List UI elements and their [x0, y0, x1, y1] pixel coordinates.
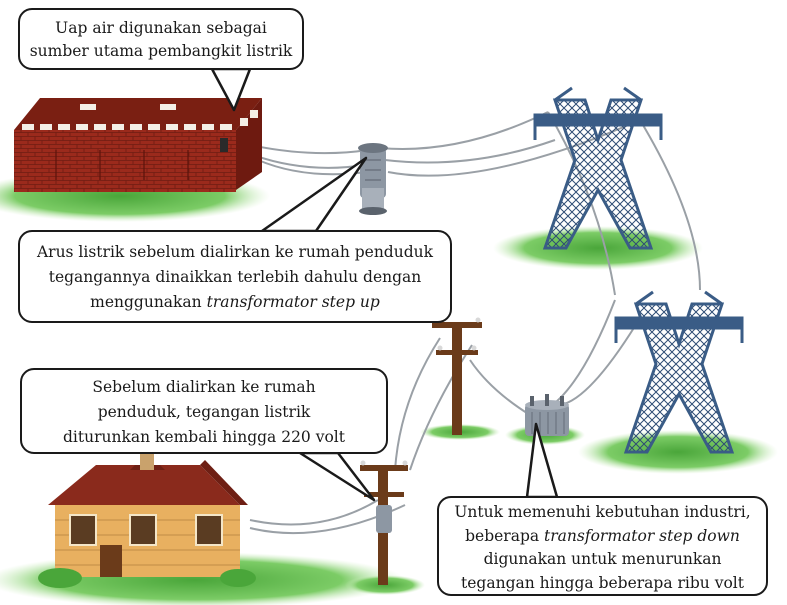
- transmission-tower: [614, 290, 744, 454]
- callout-text: penduduk, tegangan listrik: [97, 403, 311, 421]
- house: [38, 450, 256, 588]
- callout-text: Uap air digunakan sebagai: [55, 19, 267, 37]
- callout-text-line: beberapa transformator step down: [439, 525, 766, 549]
- callout-text: Sebelum dialirkan ke rumah: [92, 378, 316, 396]
- callout-text: Arus listrik sebelum dialirkan ke rumah …: [36, 243, 434, 261]
- callout-text: tegangannya dinaikkan terlebih dahulu de…: [48, 268, 422, 286]
- callout-text: menggunakan: [90, 293, 207, 311]
- power-plant: [14, 98, 262, 192]
- step-down-transformer: [525, 394, 569, 436]
- callout-term: transformator step down: [544, 526, 740, 545]
- callout-text-line: menggunakan transformator step up: [20, 290, 450, 315]
- callout-step-down-industry: Untuk memenuhi kebutuhan industri, beber…: [437, 496, 768, 596]
- grass-patch: [493, 226, 703, 270]
- callout-text: sumber utama pembangkit listrik: [29, 42, 293, 60]
- grass-patch: [578, 430, 778, 474]
- callout-step-down-home: Sebelum dialirkan ke rumah penduduk, teg…: [20, 368, 388, 454]
- callout-text: diturunkan kembali hingga 220 volt: [63, 428, 345, 446]
- step-up-transformer: [358, 143, 388, 215]
- transmission-tower: [533, 86, 663, 250]
- callout-term: transformator step up: [206, 293, 380, 311]
- callout-text: tegangan hingga beberapa ribu volt: [461, 573, 744, 592]
- utility-pole: [360, 460, 408, 585]
- callout-text: digunakan untuk menurunkan: [483, 550, 722, 568]
- utility-pole: [432, 317, 482, 435]
- callout-text: Untuk memenuhi kebutuhan industri,: [454, 503, 751, 521]
- callout-tails: [210, 67, 559, 502]
- callout-text: beberapa: [465, 526, 545, 545]
- callout-steam-source: Uap air digunakan sebagai sumber utama p…: [18, 8, 304, 70]
- callout-step-up: Arus listrik sebelum dialirkan ke rumah …: [18, 230, 452, 323]
